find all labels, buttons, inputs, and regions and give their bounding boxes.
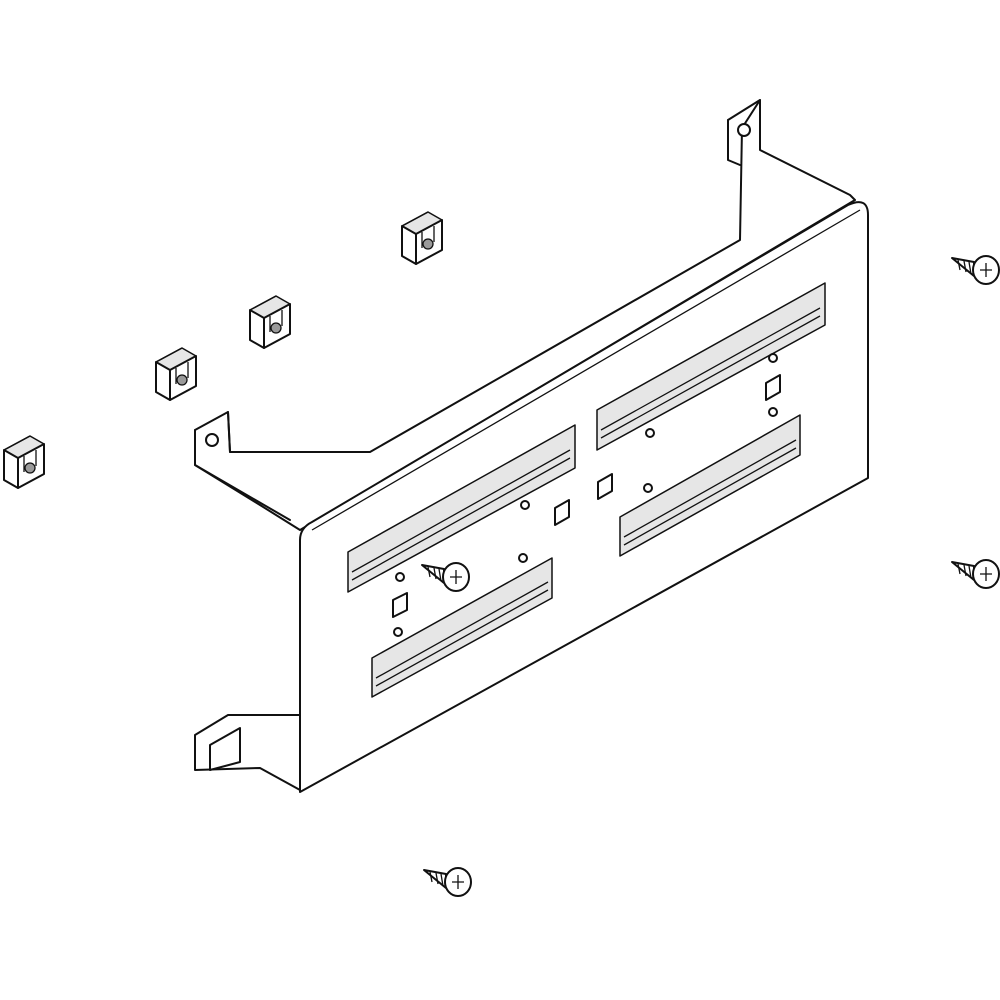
cage-nut — [3, 435, 45, 489]
mounting-plate-front — [299, 201, 869, 793]
slot-lower-left — [371, 557, 553, 698]
mounting-hole-icon — [205, 433, 219, 447]
mounting-hole-icon — [737, 123, 751, 137]
screw-icon — [951, 559, 1000, 589]
screw-icon — [423, 867, 472, 897]
bottom-flange — [194, 714, 301, 791]
cage-nut — [155, 347, 197, 401]
slot-upper-left — [347, 424, 576, 593]
cage-nut — [249, 295, 291, 349]
cage-nut — [401, 211, 443, 265]
top-flange — [194, 99, 856, 531]
plate-holes — [392, 353, 781, 637]
slot-lower-right — [619, 414, 801, 557]
screw-icon — [951, 255, 1000, 285]
slot-upper-right — [596, 282, 826, 451]
